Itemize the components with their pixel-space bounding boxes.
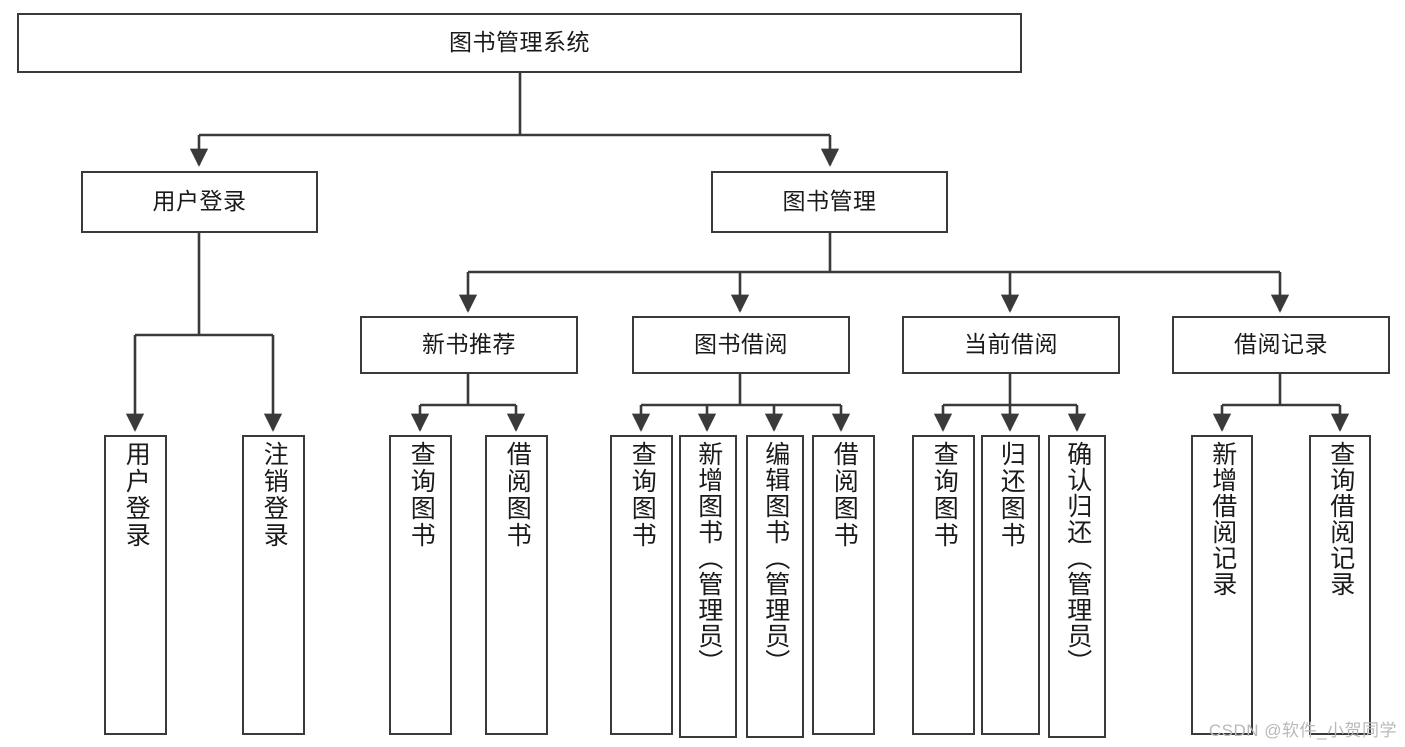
leaf-add-book-label: 新增图书（管理员） — [694, 441, 723, 675]
leaf-borrow-book-2[interactable]: 借阅图书 — [812, 435, 875, 735]
leaf-borrow-book-1[interactable]: 借阅图书 — [485, 435, 548, 735]
leaf-query-record-label: 查询借阅记录 — [1326, 441, 1355, 597]
leaf-query-book-1[interactable]: 查询图书 — [389, 435, 452, 735]
node-new-book-recommend-label: 新书推荐 — [422, 331, 516, 358]
leaf-query-book-1-label: 查询图书 — [407, 441, 436, 549]
leaf-user-logout-label: 注销登录 — [260, 441, 289, 549]
node-root[interactable]: 图书管理系统 — [17, 13, 1022, 73]
leaf-user-login-label: 用户登录 — [122, 441, 151, 549]
leaf-query-book-2[interactable]: 查询图书 — [610, 435, 673, 735]
node-book-manage[interactable]: 图书管理 — [711, 171, 948, 233]
leaf-borrow-book-2-label: 借阅图书 — [830, 441, 859, 549]
node-user-login-label: 用户登录 — [152, 188, 247, 215]
node-borrow-record-label: 借阅记录 — [1234, 331, 1328, 358]
node-book-borrow-label: 图书借阅 — [694, 331, 788, 358]
leaf-borrow-book-1-label: 借阅图书 — [503, 441, 532, 549]
leaf-query-book-3[interactable]: 查询图书 — [912, 435, 975, 735]
leaf-confirm-return[interactable]: 确认归还（管理员） — [1048, 435, 1106, 738]
csdn-watermark: CSDN @软件_小贺同学 — [1208, 721, 1397, 740]
leaf-query-book-2-label: 查询图书 — [628, 441, 657, 549]
node-borrow-record[interactable]: 借阅记录 — [1172, 316, 1390, 374]
node-book-borrow[interactable]: 图书借阅 — [632, 316, 850, 374]
leaf-return-book-label: 归还图书 — [997, 441, 1026, 549]
leaf-query-record[interactable]: 查询借阅记录 — [1309, 435, 1371, 735]
leaf-query-book-3-label: 查询图书 — [930, 441, 959, 549]
leaf-edit-book[interactable]: 编辑图书（管理员） — [746, 435, 804, 738]
node-root-label: 图书管理系统 — [449, 29, 590, 56]
node-user-login[interactable]: 用户登录 — [81, 171, 318, 233]
leaf-confirm-return-label: 确认归还（管理员） — [1063, 441, 1092, 675]
node-current-borrow-label: 当前借阅 — [964, 331, 1058, 358]
leaf-user-login[interactable]: 用户登录 — [104, 435, 167, 735]
node-new-book-recommend[interactable]: 新书推荐 — [360, 316, 578, 374]
leaf-edit-book-label: 编辑图书（管理员） — [761, 441, 790, 675]
node-book-manage-label: 图书管理 — [782, 188, 877, 215]
node-current-borrow[interactable]: 当前借阅 — [902, 316, 1120, 374]
leaf-user-logout[interactable]: 注销登录 — [242, 435, 305, 735]
leaf-add-record[interactable]: 新增借阅记录 — [1191, 435, 1253, 735]
leaf-add-book[interactable]: 新增图书（管理员） — [679, 435, 737, 738]
leaf-return-book[interactable]: 归还图书 — [981, 435, 1040, 735]
leaf-add-record-label: 新增借阅记录 — [1208, 441, 1237, 597]
